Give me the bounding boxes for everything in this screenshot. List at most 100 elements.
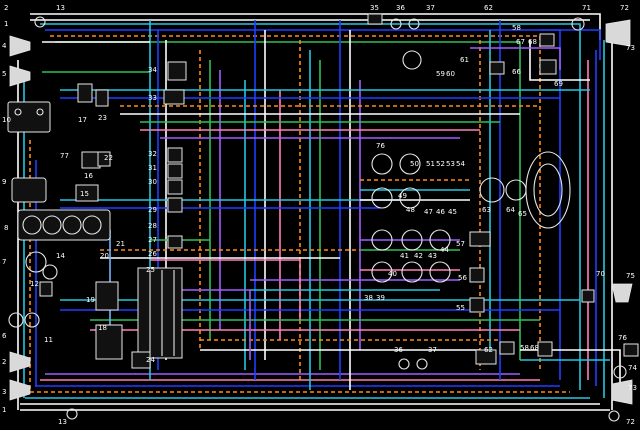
label-15: 15	[80, 190, 89, 198]
relay-55-icon	[469, 297, 485, 313]
label-67: 67	[516, 38, 525, 46]
label-42: 42	[414, 252, 423, 260]
lamp-1-top-icon	[34, 16, 46, 28]
label-34: 34	[148, 66, 157, 74]
label-30: 30	[148, 178, 157, 186]
label-60: 60	[446, 70, 455, 78]
label-8: 8	[4, 224, 8, 232]
lamp-36-icon	[390, 18, 402, 30]
label-64: 64	[506, 206, 515, 214]
wire-branch-right-top-2	[540, 29, 601, 60]
label-13-top: 13	[56, 4, 65, 12]
label-76: 76	[376, 142, 385, 150]
label-65: 65	[518, 210, 527, 218]
label-25: 25	[146, 266, 155, 274]
switch-58-bottom-icon	[499, 341, 515, 355]
distributor-cap-icon	[42, 264, 58, 280]
switch-69-icon	[539, 59, 557, 75]
label-66: 66	[512, 68, 521, 76]
relay-17-icon	[77, 83, 93, 103]
label-73-top: 73	[626, 44, 635, 52]
label-43: 43	[428, 252, 437, 260]
switch-62-bottom-icon	[475, 349, 497, 365]
wire-loom-bottom-white	[20, 403, 610, 411]
relay-56-icon	[469, 267, 485, 283]
label-68-top: 68	[528, 38, 537, 46]
switch-16-icon	[81, 151, 101, 169]
label-38: 38	[364, 294, 373, 302]
label-53: 53	[446, 160, 455, 168]
horn-2-bottom-icon	[9, 351, 31, 373]
label-3: 3	[2, 388, 6, 396]
label-62-top: 62	[484, 4, 493, 12]
label-50: 50	[410, 160, 419, 168]
wire-branch-fuse-1	[150, 259, 301, 320]
label-19: 19	[86, 296, 95, 304]
label-58-top: 58	[512, 24, 521, 32]
switch-24-icon	[131, 351, 151, 369]
label-73-bottom: 73	[628, 384, 637, 392]
wire-branch-right-top-3	[470, 47, 561, 70]
lamp-75-icon	[611, 283, 633, 303]
switch-35-icon	[367, 13, 383, 25]
label-17: 17	[78, 116, 87, 124]
lamp-36-bottom-icon	[398, 358, 410, 370]
battery-terminal-icon	[36, 108, 44, 116]
label-40: 40	[388, 270, 397, 278]
horn-4-icon	[9, 35, 31, 57]
instrument-cluster-icon	[371, 153, 451, 283]
label-56: 56	[458, 274, 467, 282]
switch-18-icon	[95, 324, 123, 360]
label-72-bottom: 72	[626, 418, 635, 426]
label-71: 71	[582, 4, 591, 12]
switch-76-icon	[623, 343, 639, 357]
label-27: 27	[148, 236, 157, 244]
fuse-box-25-icon	[137, 267, 183, 359]
switch-68-bottom-icon	[537, 341, 553, 357]
label-21: 21	[116, 240, 125, 248]
label-7: 7	[2, 258, 6, 266]
label-52: 52	[436, 160, 445, 168]
label-28: 28	[148, 222, 157, 230]
label-54: 54	[456, 160, 465, 168]
label-37-top: 37	[426, 4, 435, 12]
label-11: 11	[44, 336, 53, 344]
label-51: 51	[426, 160, 435, 168]
lamp-73-top-icon	[605, 19, 631, 47]
label-14: 14	[56, 252, 65, 260]
label-48: 48	[406, 206, 415, 214]
lamp-71-icon	[571, 17, 585, 31]
label-55: 55	[456, 304, 465, 312]
label-77: 77	[60, 152, 69, 160]
label-69: 69	[554, 80, 563, 88]
label-41: 41	[400, 252, 409, 260]
relay-34-icon	[167, 61, 187, 81]
relay-12-icon	[39, 281, 53, 297]
label-20: 20	[100, 252, 109, 260]
lamp-37-icon	[408, 18, 420, 30]
label-10: 10	[2, 116, 11, 124]
label-12: 12	[30, 280, 39, 288]
switch-19-icon	[95, 281, 119, 311]
label-62-bottom: 62	[484, 346, 493, 354]
distributor-7-icon	[25, 251, 47, 273]
switch-22-icon	[97, 151, 111, 167]
label-57: 57	[456, 240, 465, 248]
battery-10-icon	[7, 101, 51, 133]
label-47: 47	[424, 208, 433, 216]
spark-plug-block-8-icon	[17, 209, 111, 241]
label-1-top: 1	[4, 20, 8, 28]
relay-strip-icon	[167, 147, 183, 249]
switch-70-icon	[581, 289, 595, 303]
label-75: 75	[626, 272, 635, 280]
switch-15-icon	[75, 184, 99, 202]
label-1-bottom: 1	[2, 406, 6, 414]
label-49: 49	[398, 192, 407, 200]
label-6: 6	[2, 332, 7, 340]
label-44: 44	[440, 246, 449, 254]
label-29: 29	[148, 206, 157, 214]
label-2-bottom: 2	[2, 358, 6, 366]
switch-67-icon	[539, 33, 555, 47]
label-36-bottom: 36	[394, 346, 403, 354]
